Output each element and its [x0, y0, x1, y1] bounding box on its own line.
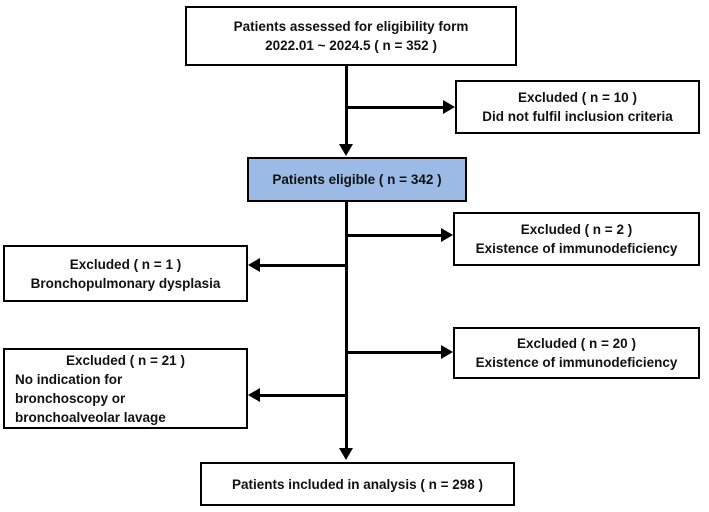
- node-text-line: Patients assessed for eligibility form: [233, 19, 469, 34]
- node-text-line: Existence of immunodeficiency: [475, 241, 678, 256]
- node-text-line: bronchoalveolar lavage: [15, 409, 166, 425]
- node-text-line: Excluded ( n = 21 ): [66, 352, 185, 368]
- connector-to-excluded-1: [260, 264, 347, 267]
- node-excluded-10: Excluded ( n = 10 ) Did not fulfil inclu…: [455, 80, 700, 134]
- node-text-line: Excluded ( n = 1 ): [69, 256, 182, 272]
- connector-to-excluded-10: [346, 106, 444, 109]
- node-eligible: Patients eligible ( n = 342 ): [247, 157, 467, 202]
- connector-to-excluded-2: [346, 234, 442, 237]
- node-text-line: bronchoscopy or: [15, 390, 126, 406]
- connector-eligible-to-included: [345, 202, 348, 448]
- node-excluded-21: Excluded ( n = 21 ) No indication for br…: [3, 348, 248, 429]
- node-text-line: Excluded ( n = 10 ): [518, 90, 637, 105]
- arrowhead-right-icon: [441, 228, 453, 242]
- arrowhead-down-icon: [339, 144, 353, 156]
- connector-to-excluded-20: [346, 351, 442, 354]
- node-text-line: Patients eligible ( n = 342 ): [272, 172, 442, 187]
- node-text-line: Patients included in analysis ( n = 298 …: [232, 476, 483, 492]
- node-text-line: Did not fulfil inclusion criteria: [482, 109, 673, 124]
- node-patients-assessed: Patients assessed for eligibility form 2…: [185, 6, 517, 66]
- arrowhead-left-icon: [248, 258, 260, 272]
- arrowhead-down-icon: [339, 448, 353, 460]
- node-text-line: Excluded ( n = 20 ): [517, 336, 636, 351]
- node-text-line: Existence of immunodeficiency: [475, 355, 678, 370]
- arrowhead-right-icon: [443, 100, 455, 114]
- node-text-line: Bronchopulmonary dysplasia: [30, 275, 221, 291]
- node-text-line: Excluded ( n = 2 ): [520, 222, 633, 237]
- arrowhead-right-icon: [441, 345, 453, 359]
- node-excluded-20: Excluded ( n = 20 ) Existence of immunod…: [453, 327, 700, 379]
- node-excluded-2: Excluded ( n = 2 ) Existence of immunode…: [453, 212, 700, 266]
- node-included-analysis: Patients included in analysis ( n = 298 …: [200, 462, 515, 506]
- connector-to-excluded-21: [260, 394, 347, 397]
- node-text-line: No indication for: [15, 371, 123, 387]
- arrowhead-left-icon: [248, 388, 260, 402]
- node-excluded-1: Excluded ( n = 1 ) Bronchopulmonary dysp…: [3, 245, 248, 302]
- node-text-line: 2022.01 ~ 2024.5 ( n = 352 ): [265, 38, 437, 53]
